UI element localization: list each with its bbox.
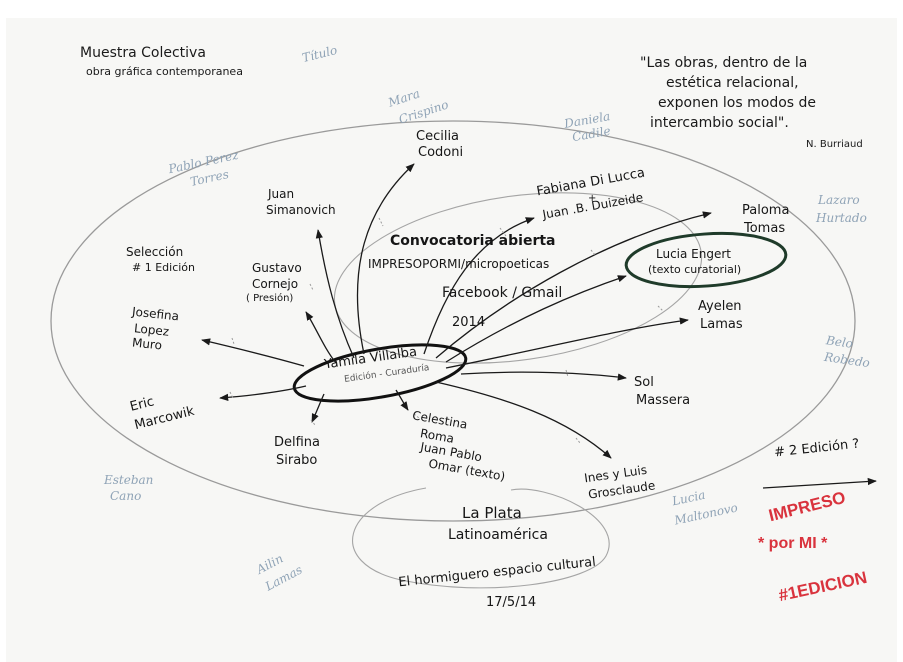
pencil-lazaro-2: Hurtado	[816, 211, 867, 225]
artist-juan-1: Juan	[268, 187, 295, 201]
arrow-fabiana	[423, 217, 535, 355]
call-year: 2014	[452, 315, 486, 330]
first-edition-label-1: Selección	[126, 245, 184, 259]
arrow-cecilia	[356, 163, 415, 355]
quote-line-3: exponen los modos de	[658, 95, 817, 111]
arrow-second-edition	[762, 477, 877, 489]
arrow-paloma	[435, 211, 712, 359]
venue-city: La Plata	[462, 504, 522, 522]
arrow-josefina	[201, 338, 305, 367]
pencil-esteban-1: Esteban	[104, 473, 154, 487]
diagram-lines	[50, 120, 877, 589]
arrow-eric	[219, 385, 307, 402]
artist-ayelen-2: Lamas	[700, 317, 743, 332]
arrow-celestina	[395, 389, 409, 411]
call-heading: Convocatoria abierta	[390, 233, 556, 249]
call-media: Facebook / Gmail	[442, 285, 563, 301]
first-edition-label-2: # 1 Edición	[132, 261, 196, 274]
quote-line-1: "Las obras, dentro de la	[640, 55, 808, 71]
paper-sheet: Muestra Colectiva obra gráfica contempor…	[6, 18, 897, 662]
artist-juan-2: Simanovich	[266, 203, 336, 217]
artist-josefina-3: Muro	[131, 335, 163, 353]
lucia-name: Lucia Engert	[656, 247, 732, 261]
artist-cecilia-2: Codoni	[418, 145, 464, 160]
artist-paloma-1: Paloma	[742, 203, 790, 218]
artist-gustavo-1: Gustavo	[252, 261, 302, 275]
venue-loop	[352, 487, 610, 589]
artist-delfina-2: Sirabo	[276, 453, 318, 468]
call-channels: IMPRESOPORMI/micropoeticas	[368, 257, 550, 271]
quote-line-2: estética relacional,	[666, 75, 799, 91]
artist-ayelen-1: Ayelen	[698, 299, 742, 314]
lucia-ellipse	[624, 231, 788, 289]
outer-ellipse	[50, 120, 856, 522]
arrow-juan	[315, 229, 355, 359]
arrow-sol	[460, 371, 627, 381]
lucia-role: (texto curatorial)	[648, 263, 742, 276]
stamp-line-2: * por MI *	[758, 535, 828, 552]
venue-region: Latinoamérica	[448, 527, 548, 543]
arrow-lucia	[445, 275, 627, 363]
arrow-delfina	[311, 393, 325, 423]
arrow-ines	[435, 381, 612, 459]
artist-delfina-1: Delfina	[274, 435, 321, 450]
artist-paloma-2: Tomas	[744, 221, 786, 236]
title-line-2: obra gráfica contemporanea	[86, 65, 243, 78]
venue-date: 17/5/14	[486, 595, 537, 610]
arrow-ayelen	[445, 317, 689, 369]
quote-author: N. Burriaud	[806, 139, 863, 150]
quote-line-4: intercambio social".	[650, 115, 789, 131]
artist-sol-2: Massera	[636, 393, 691, 408]
artist-fabiana-2: +	[588, 193, 597, 204]
pencil-esteban-2: Cano	[110, 489, 142, 503]
artist-gustavo-2: Cornejo	[252, 277, 299, 291]
artist-gustavo-3: ( Presión)	[246, 293, 294, 304]
artist-cecilia-1: Cecilia	[416, 129, 460, 144]
pencil-lazaro-1: Lazaro	[818, 193, 860, 207]
artist-sol-1: Sol	[634, 375, 654, 390]
arrow-gustavo	[305, 311, 337, 364]
title-line-1: Muestra Colectiva	[80, 45, 206, 61]
